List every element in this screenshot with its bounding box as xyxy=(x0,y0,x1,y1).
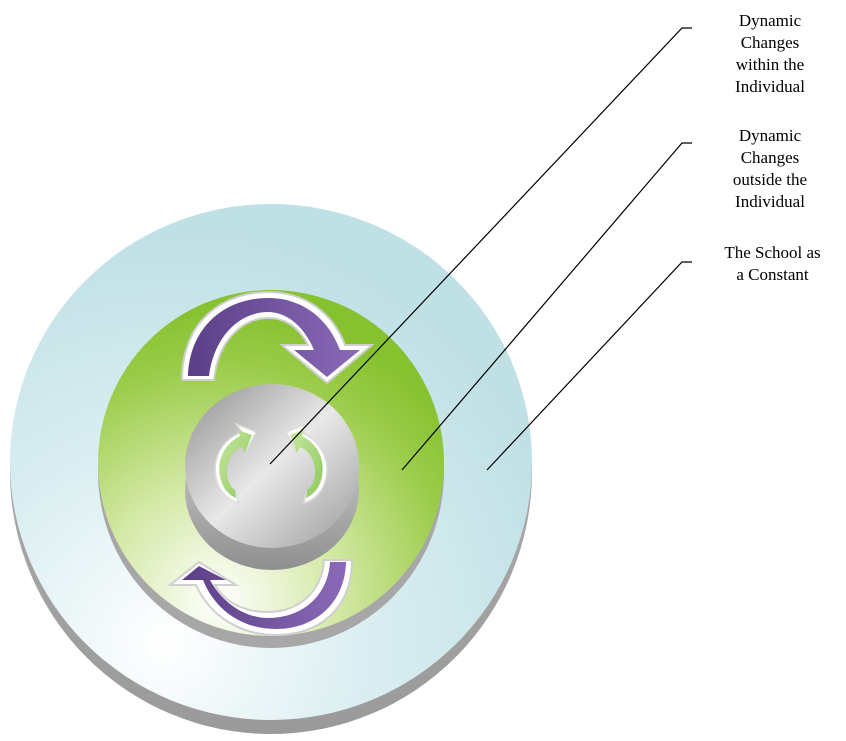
label-inner: Dynamic Changes within the Individual xyxy=(735,11,805,96)
large-curved-arrow-icon xyxy=(167,559,354,637)
label-middle: Dynamic Changes outside the Individual xyxy=(732,126,808,211)
leader-line-outer xyxy=(486,261,692,471)
small-curved-arrow-icon xyxy=(214,422,258,505)
leader-lines xyxy=(269,27,692,471)
small-curved-arrow-icon xyxy=(284,422,328,505)
large-curved-arrow-icon xyxy=(180,290,375,385)
leader-line-middle xyxy=(401,142,692,471)
label-outer: The School as a Constant xyxy=(724,243,821,284)
leader-line-inner xyxy=(269,27,692,465)
inner-circle xyxy=(185,384,359,570)
